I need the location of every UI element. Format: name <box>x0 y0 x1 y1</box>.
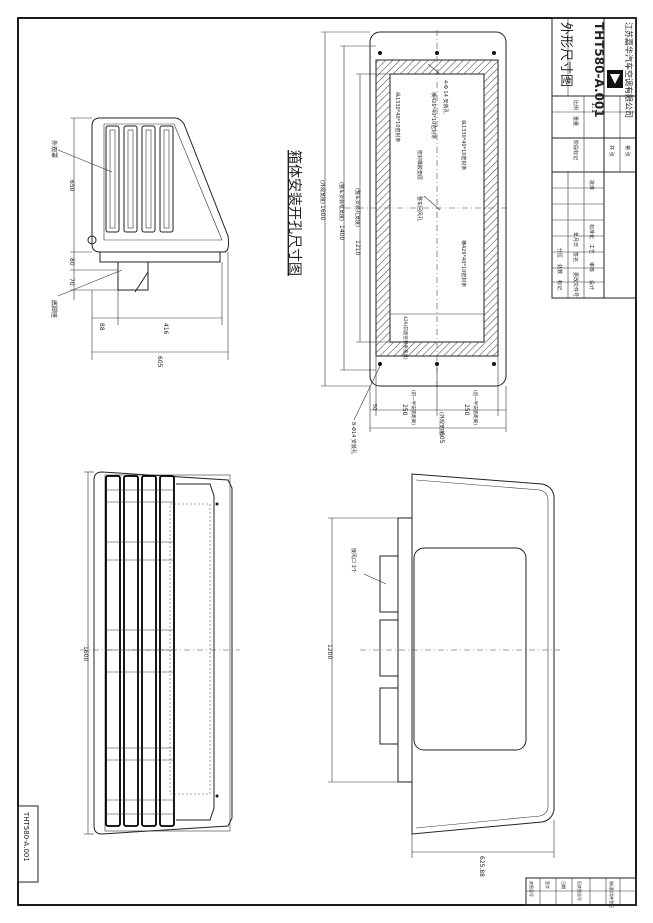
company-name: 江苏嘉华汽车空调有限公司 <box>624 22 634 118</box>
svg-text:工艺: 工艺 <box>588 244 594 254</box>
dim-gap: 50 <box>371 404 377 410</box>
dim-frame-height: 1400 <box>338 225 345 240</box>
plan-outline <box>369 31 507 387</box>
hole-note: 8-Φ14 安装孔 <box>350 422 357 454</box>
svg-text:审核: 审核 <box>588 262 595 272</box>
svg-text:处数: 处数 <box>556 264 563 274</box>
dim-total-width: 605 <box>438 432 445 444</box>
mounting-holes <box>378 51 496 366</box>
svg-text:重量: 重量 <box>572 116 579 126</box>
label-cover: 外观罩 <box>50 140 58 158</box>
front-view-body <box>93 471 233 835</box>
sheet-title: 外形尺寸图 <box>558 22 573 87</box>
side-view-body <box>91 117 230 253</box>
svg-text:第 张: 第 张 <box>624 145 631 157</box>
center-label: 整车回风孔 <box>416 196 423 221</box>
dim-outer-height: 1600 <box>319 205 326 220</box>
dim-right-width: 250 <box>463 404 470 416</box>
rear-panel <box>413 547 527 751</box>
dim-inner-height-note: (整车安装孔宽度) <box>354 188 361 227</box>
dim-side-offset: 88 <box>98 323 105 331</box>
svg-text:分区: 分区 <box>556 248 563 258</box>
svg-text:标准化: 标准化 <box>588 224 595 239</box>
svg-text:借(通)用件登记: 借(通)用件登记 <box>609 881 615 908</box>
dim-front-length: 1600 <box>82 646 89 661</box>
rear-view: 1200 接风口 3个 625.88 <box>326 473 560 877</box>
dim-rear-width: 1200 <box>326 644 333 659</box>
svg-text:比例: 比例 <box>572 100 579 110</box>
edge-number-box: THT580-A.001 <box>17 805 39 883</box>
dim-side-base: 70 <box>68 278 75 286</box>
tube-label-bottom: 横426*40*10密封条 <box>460 240 467 287</box>
fill-label: 密封橡胶垫层 <box>416 150 423 180</box>
section-title: 箱体安装开孔尺寸图 <box>286 150 302 276</box>
air-outlet-3 <box>379 687 399 745</box>
dim-inner-height: 1210 <box>354 240 361 255</box>
side-view: 650 80 70 外观罩 底脚座 88 416 605 <box>50 117 230 368</box>
mounting-plan-view: 箱体安装开孔尺寸图 纵1330*40*10密封条 纵1330*40*10密封条 … <box>286 30 510 454</box>
tube-label-right: 纵1330*40*10密封条 <box>460 120 467 170</box>
dim-outer-height-note: (外观宽度) <box>319 180 326 204</box>
dim-side-span: 416 <box>162 323 169 335</box>
svg-text:批准: 批准 <box>588 180 595 190</box>
air-outlet-2 <box>379 619 399 677</box>
outlet-note: 接风口 3个 <box>350 548 357 573</box>
svg-text:底图总号: 底图总号 <box>529 881 535 897</box>
dim-side-step: 80 <box>68 258 75 266</box>
svg-text:年月日: 年月日 <box>572 232 579 247</box>
company-logo <box>607 70 623 88</box>
inner-bottom-label: 426(前面密封条宽度) <box>402 316 409 360</box>
front-view: 1600 <box>80 471 240 835</box>
dim-left-note: (前一半安装距离) <box>410 390 417 425</box>
tube-label-top: 横426*40*10密封条 <box>430 92 437 139</box>
svg-text:旧底图总号: 旧底图总号 <box>577 881 583 901</box>
drain-port-icon <box>87 235 97 245</box>
grille-columns <box>105 475 175 827</box>
svg-text:日期: 日期 <box>561 881 567 889</box>
svg-text:设计: 设计 <box>588 280 595 290</box>
edge-drawing-number: THT580-A.001 <box>22 811 30 862</box>
svg-text:更改文件号: 更改文件号 <box>572 272 579 297</box>
bottom-block: 底图总号 签字 日期 旧底图总号 借(通)用件登记 <box>525 877 637 908</box>
sheet-border <box>17 17 637 906</box>
rear-view-body <box>411 473 555 835</box>
svg-text:共 张: 共 张 <box>608 145 615 157</box>
mounting-foot <box>117 261 149 291</box>
tube-label-left: 纵1330*40*10密封条 <box>394 92 401 142</box>
svg-text:阶段标记: 阶段标记 <box>572 140 579 160</box>
dim-frame-height-note: (整车安装框宽度) <box>338 182 345 221</box>
title-block-labels: 标记 处数 分区 更改文件号 签名 年月日 设计 审核 工艺 标准化 批准 阶段… <box>556 100 631 297</box>
drawing-number: THT580-A.001 <box>592 22 606 118</box>
title-block: 外形尺寸图 THT580-A.001 江苏嘉华汽车空调有限公司 1:1 标记 处… <box>551 17 637 299</box>
label-foot: 底脚座 <box>50 300 58 318</box>
hole-label: 4-Φ 14 安装孔 <box>442 80 449 113</box>
svg-text:标记: 标记 <box>556 280 563 290</box>
svg-text:签字: 签字 <box>545 881 551 889</box>
dim-rear-depth: 625.88 <box>478 856 485 877</box>
scale-value: 1:1 <box>590 102 598 113</box>
dim-total-width-note: (外观宽度) <box>438 412 445 436</box>
svg-text:签名: 签名 <box>572 252 579 262</box>
dim-side-width: 605 <box>156 356 163 368</box>
dim-side-height: 650 <box>68 180 75 192</box>
air-outlet-1 <box>379 555 399 613</box>
dim-left-width: 250 <box>401 404 408 416</box>
dim-right-note: (后一半安装距离) <box>472 390 479 425</box>
